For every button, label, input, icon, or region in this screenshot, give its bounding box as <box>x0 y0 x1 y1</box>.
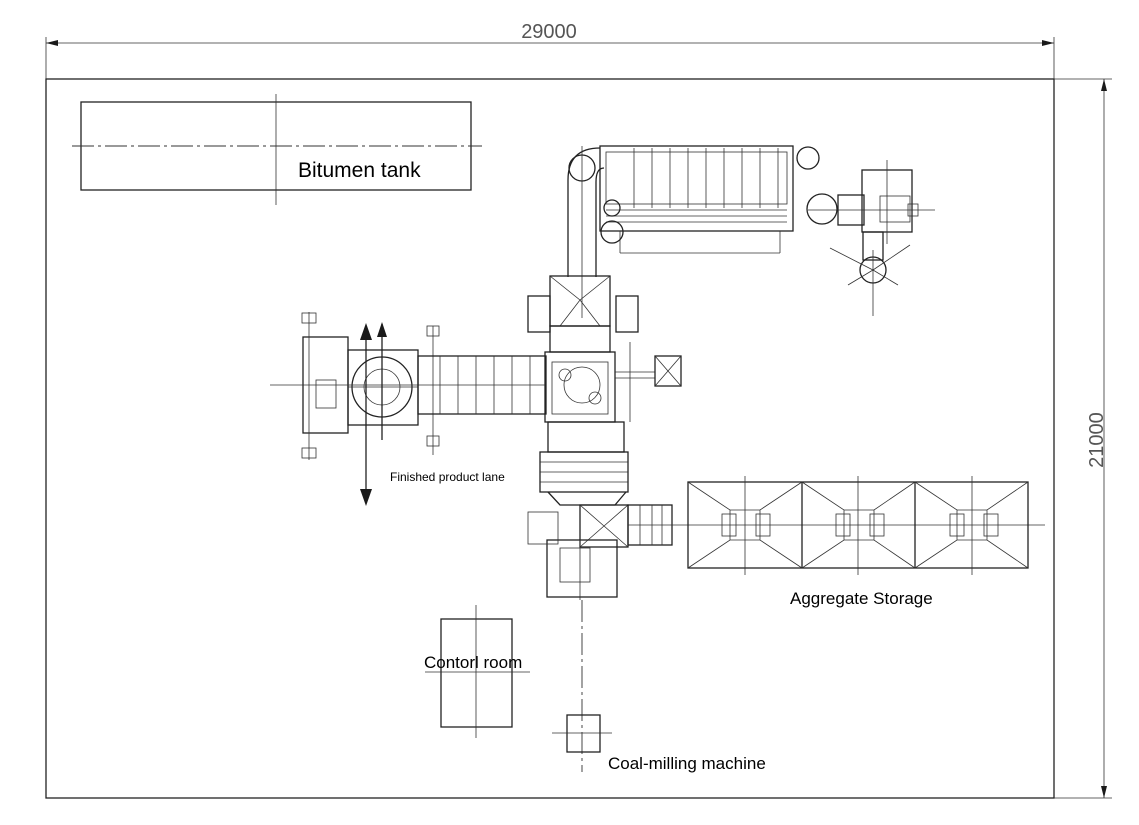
induced-draft-fan <box>806 160 935 316</box>
coal-milling-machine-label: Coal-milling machine <box>608 754 766 773</box>
height-dimension: 21000 <box>1054 78 1112 799</box>
baghouse-filter <box>599 145 820 254</box>
cold-feed-section <box>527 504 1045 600</box>
width-dimension: 29000 <box>45 21 1055 79</box>
control-room-label: Contorl room <box>424 653 522 672</box>
finished-product-lane-arrow: Finished product lane <box>360 322 505 506</box>
bitumen-tank: Bitumen tank <box>72 94 482 205</box>
mixing-tower <box>539 421 629 506</box>
bitumen-tank-label: Bitumen tank <box>298 159 421 182</box>
aggregate-storage: Aggregate Storage <box>687 476 1029 608</box>
height-dimension-text: 21000 <box>1086 412 1108 468</box>
aggregate-storage-label: Aggregate Storage <box>790 589 933 608</box>
dryer-drum <box>527 275 682 423</box>
control-room: Contorl room <box>424 605 530 738</box>
finished-product-silo <box>270 312 545 460</box>
exhaust-duct <box>567 146 605 318</box>
coal-milling-machine: Coal-milling machine <box>552 714 766 773</box>
width-dimension-text: 29000 <box>521 21 577 43</box>
finished-product-lane-label: Finished product lane <box>390 470 505 484</box>
hot-mix-conveyor <box>417 355 547 415</box>
site-boundary <box>45 78 1055 799</box>
